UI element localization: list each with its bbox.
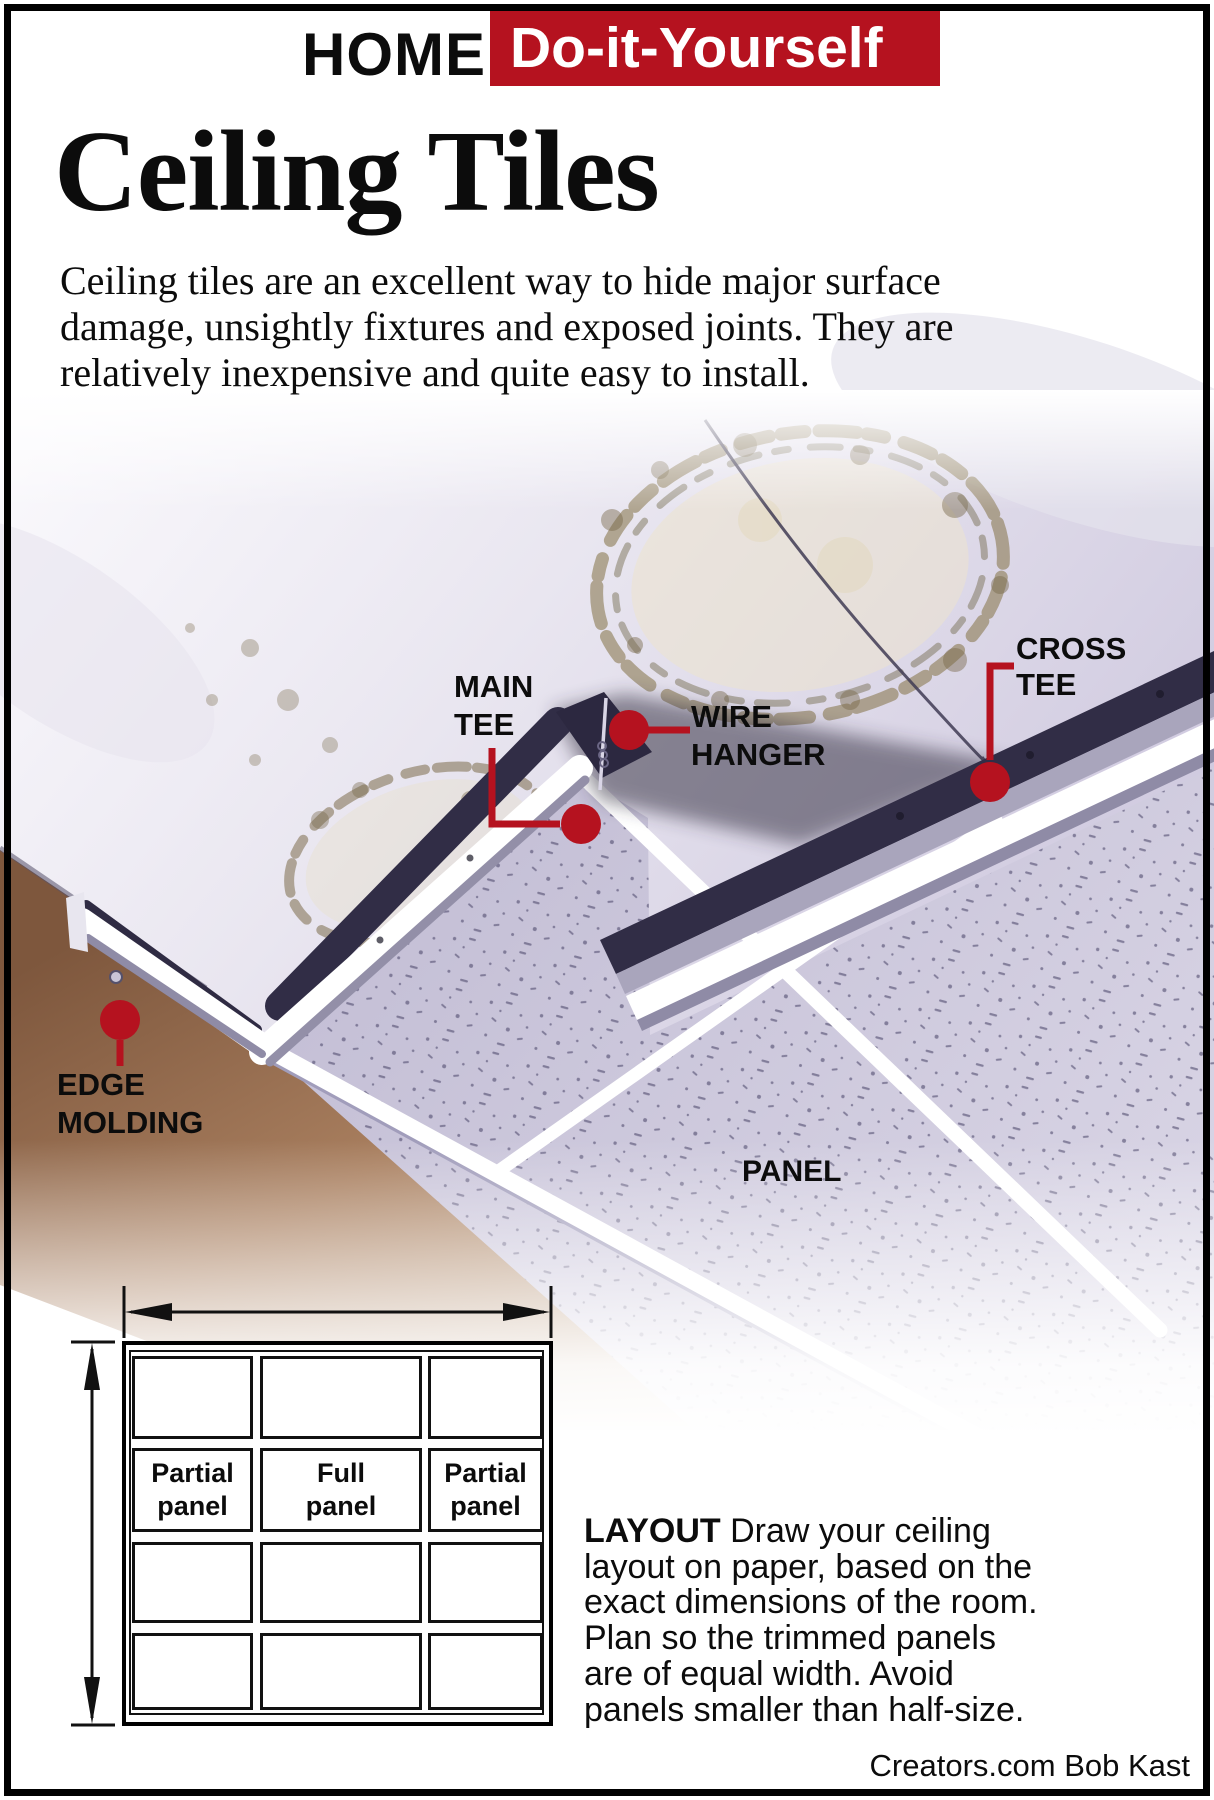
layout-note-heading: LAYOUT <box>584 1511 721 1550</box>
edge-molding-label: EDGE MOLDING <box>57 1067 204 1140</box>
grid-cell <box>428 1542 543 1623</box>
grid-cell <box>428 1633 543 1710</box>
grid-cell <box>260 1356 422 1439</box>
grid-cell-full-panel: Full panel <box>260 1448 422 1532</box>
grid-cell <box>260 1633 422 1710</box>
main-tee-rail <box>249 692 652 1067</box>
diy-badge-label: Do-it-Yourself <box>510 16 883 80</box>
intro-text: Ceiling tiles are an excellent way to hi… <box>60 258 954 395</box>
layout-note-body: Draw your ceiling layout on paper, based… <box>584 1511 1038 1729</box>
grid-cell <box>132 1542 253 1623</box>
wire-hanger-detail <box>597 697 609 791</box>
edge-molding-rail <box>66 892 272 1058</box>
grid-cell-partial-panel: Partial panel <box>132 1448 253 1532</box>
layout-grid-inner-frame <box>129 1350 544 1715</box>
wire-hanger-label: WIRE HANGER <box>691 699 826 772</box>
cross-tee-rail <box>600 651 1214 1031</box>
cross-tee-label: CROSS TEE <box>1016 631 1127 702</box>
panel-label: PANEL <box>742 1155 842 1188</box>
grid-cell-partial-panel: Partial panel <box>428 1448 543 1532</box>
top-fade <box>0 390 1214 510</box>
grid-cell <box>260 1542 422 1623</box>
width-dimension-arrow <box>122 1286 553 1338</box>
wire-hanger-marker <box>609 710 690 750</box>
height-dimension-arrow <box>71 1340 115 1727</box>
layout-grid-diagram: Partial panel Full panel Partial panel <box>122 1341 553 1726</box>
grid-cell <box>428 1356 543 1439</box>
page-title: Ceiling Tiles <box>54 108 660 236</box>
callout-markers <box>100 662 1014 1066</box>
credit-line: Creators.com Bob Kast <box>869 1748 1190 1783</box>
grid-cell <box>132 1356 253 1439</box>
diy-badge: Do-it-Yourself <box>490 11 940 86</box>
layout-note: LAYOUT Draw your ceiling layout on paper… <box>584 1478 1104 1729</box>
main-tee-marker <box>488 748 601 844</box>
section-home-label: HOME <box>302 21 486 88</box>
cross-tee-marker <box>970 662 1014 802</box>
main-tee-label: MAIN TEE <box>454 669 534 742</box>
edge-molding-marker <box>100 1000 140 1066</box>
grid-cell <box>132 1633 253 1710</box>
